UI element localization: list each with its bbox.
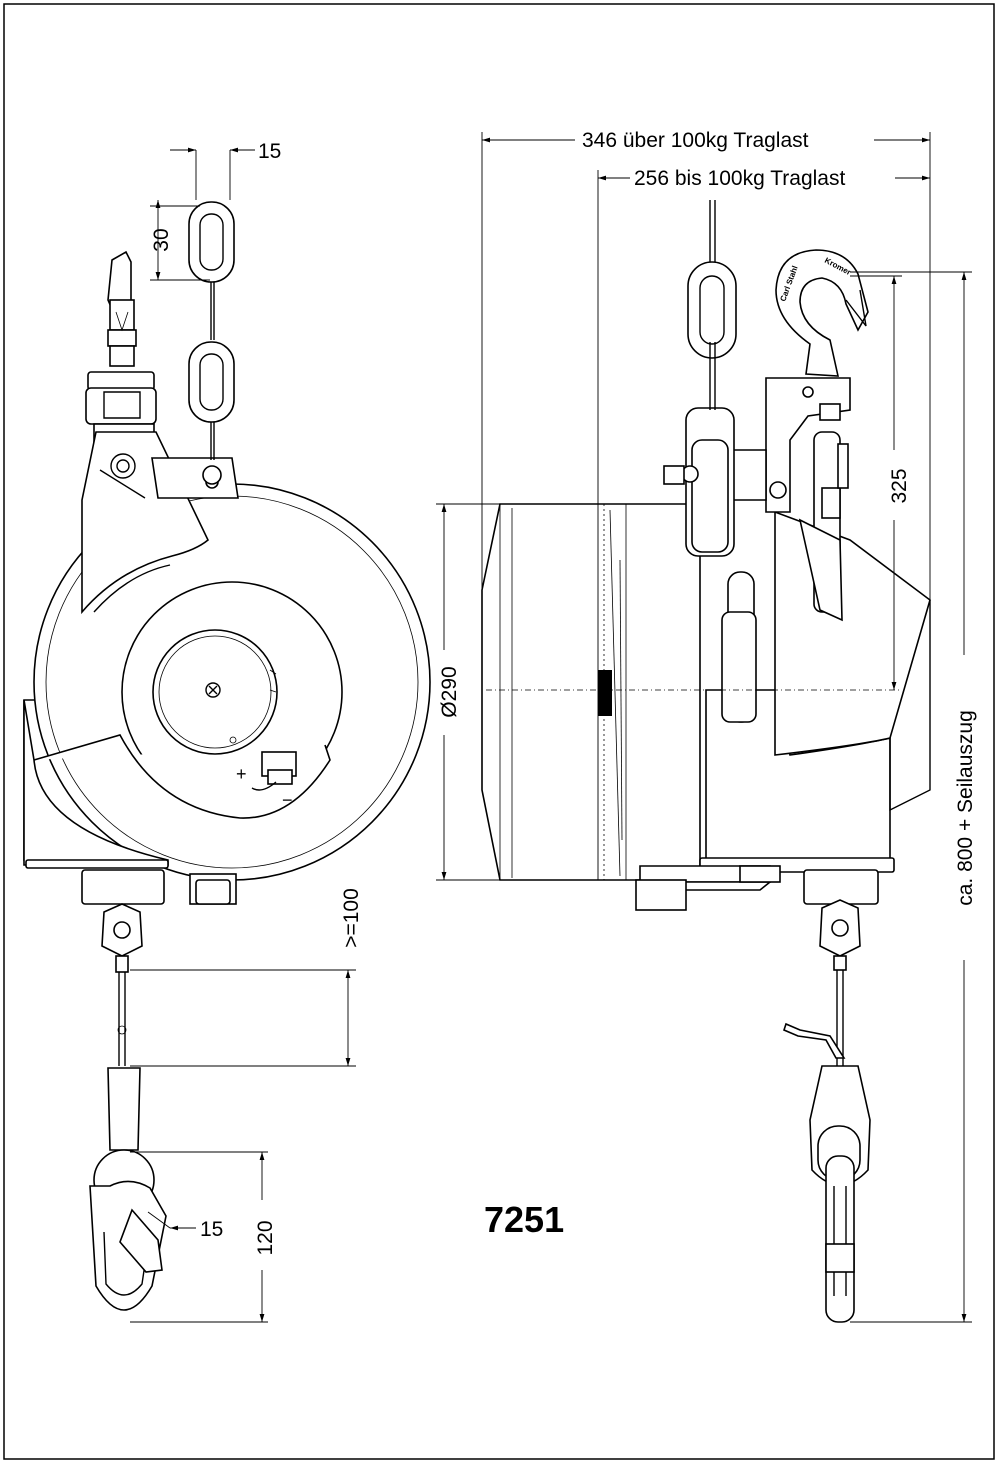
tension-adjust-symbols: + − [236, 764, 293, 810]
dim-depth-up-to-100kg: 256 bis 100kg Traglast [634, 167, 845, 190]
dimension-labels: 15 30 346 über 100kg Traglast 256 bis 10… [150, 129, 977, 1256]
dimension-lines [130, 132, 972, 1323]
dim-carabiner-opening: 15 [200, 1218, 223, 1241]
side-bracket [663, 377, 851, 622]
dim-min-clearance: >=100 [340, 888, 363, 948]
front-view: + − [23, 201, 431, 1311]
dim-chain-pitch: 30 [150, 228, 173, 251]
side-chain [687, 200, 737, 410]
side-drum [481, 503, 701, 881]
side-hook: Carl Stahl Kromer [775, 249, 869, 377]
dim-rope-extension: ca. 800 + Seilauszug [954, 710, 977, 906]
minus-symbol: − [282, 790, 293, 810]
side-view: Carl Stahl Kromer [481, 200, 931, 1323]
front-carabiner [89, 1067, 167, 1311]
plus-symbol: + [236, 764, 247, 784]
side-rope-outlet [783, 869, 879, 1066]
dim-drum-diameter: Ø290 [438, 666, 461, 717]
dim-carabiner-length: 120 [254, 1220, 277, 1255]
front-housing [23, 431, 431, 881]
dim-hook-to-axis: 325 [888, 468, 911, 503]
dim-chain-width: 15 [258, 140, 281, 163]
model-number: 7251 [484, 1199, 564, 1240]
front-chain [188, 201, 235, 485]
side-carabiner [809, 1065, 871, 1323]
dim-depth-over-100kg: 346 über 100kg Traglast [582, 129, 809, 152]
sheet-border [3, 3, 995, 1460]
top-swivel-hook [107, 250, 137, 367]
front-rope-outlet [81, 869, 237, 1066]
